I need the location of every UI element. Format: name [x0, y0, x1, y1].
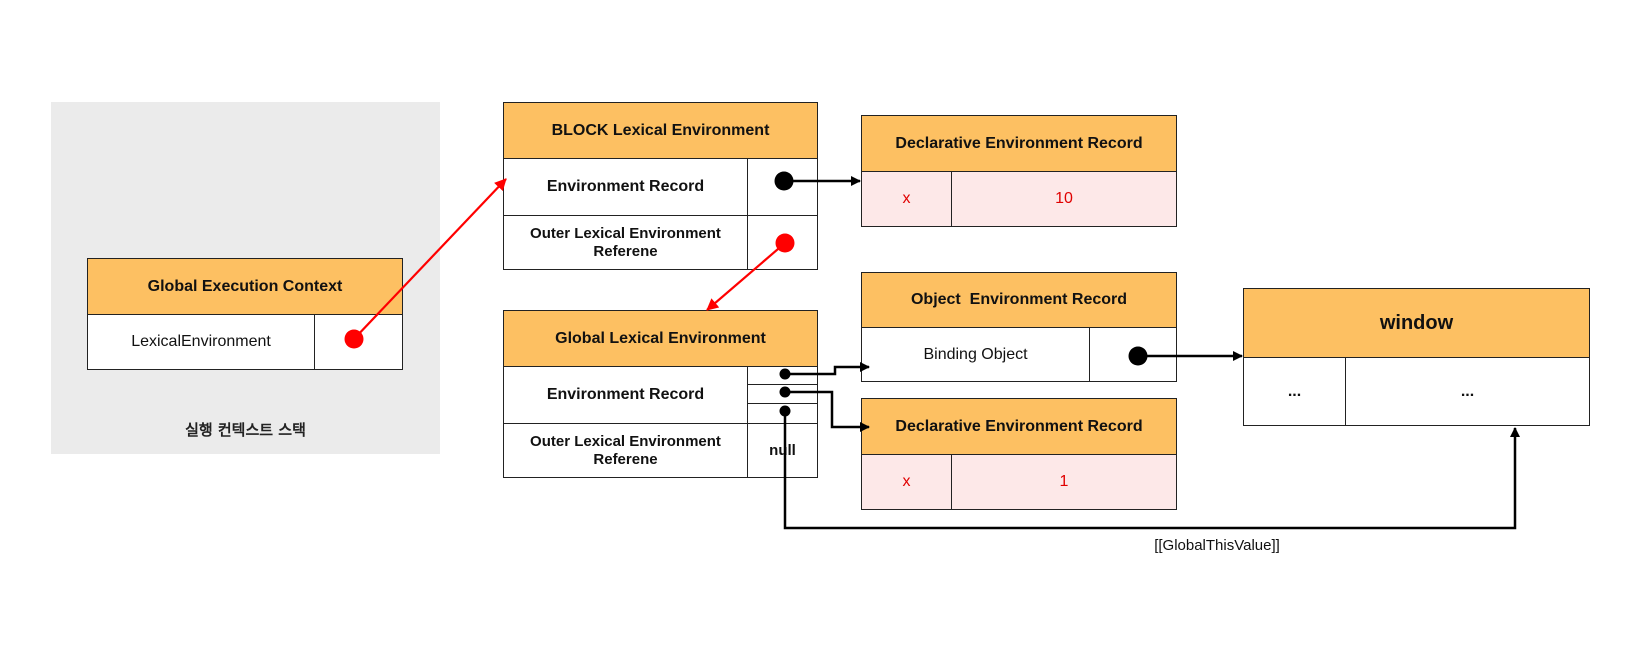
block-der-value: 10: [952, 172, 1176, 226]
block-outer-reference-field: Outer Lexical Environment Referene: [530, 224, 721, 260]
object-environment-record: Object Environment Record Binding Object: [861, 272, 1177, 382]
global-this-value-label: [[GlobalThisValue]]: [1154, 537, 1280, 554]
divider: [314, 315, 315, 369]
block-env-record-dot: [774, 171, 794, 191]
divider: [504, 423, 817, 424]
divider: [747, 159, 748, 269]
object-er-title: Object Environment Record: [862, 273, 1176, 328]
block-le-title: BLOCK Lexical Environment: [504, 103, 817, 159]
divider: [1345, 358, 1346, 425]
global-this-value-dot: [779, 405, 791, 417]
global-lexical-environment: Global Lexical Environment Environment R…: [503, 310, 818, 478]
block-env-record-field: Environment Record: [546, 178, 705, 196]
global-der-key: x: [862, 455, 951, 509]
block-outer-dot: [775, 233, 795, 253]
declarative-record-arrow: [785, 390, 870, 432]
divider: [504, 215, 817, 216]
window-key: ...: [1287, 382, 1302, 400]
divider: [747, 384, 817, 385]
global-declarative-environment-record: Declarative Environment Record x 1: [861, 398, 1177, 510]
global-outer-reference-field: Outer Lexical Environment Referene: [530, 432, 721, 468]
divider: [951, 455, 952, 509]
divider: [747, 403, 817, 404]
block-der-key: x: [862, 172, 951, 226]
binding-object-dot: [1128, 346, 1148, 366]
block-der-title: Declarative Environment Record: [862, 116, 1176, 172]
window-object: window ... ...: [1243, 288, 1590, 426]
object-record-dot: [779, 368, 791, 380]
global-der-value: 1: [952, 455, 1176, 509]
declarative-record-dot: [779, 386, 791, 398]
lexical-environment-arrow: [353, 178, 507, 340]
global-le-title: Global Lexical Environment: [504, 311, 817, 367]
global-ec-title: Global Execution Context: [88, 259, 402, 315]
window-value: ...: [1460, 382, 1475, 400]
divider: [747, 367, 748, 477]
divider: [951, 172, 952, 226]
stack-label: 실행 컨텍스트 스택: [185, 421, 306, 439]
global-der-title: Declarative Environment Record: [862, 399, 1176, 455]
global-this-value-arrow: [783, 411, 1520, 530]
lexical-environment-dot: [344, 329, 364, 349]
binding-object-field: Binding Object: [923, 345, 1028, 363]
lexical-environment-field: LexicalEnvironment: [131, 333, 271, 351]
global-env-record-field: Environment Record: [546, 386, 705, 404]
block-outer-arrow: [706, 242, 786, 311]
block-declarative-environment-record: Declarative Environment Record x 10: [861, 115, 1177, 227]
divider: [1089, 328, 1090, 381]
block-lexical-environment: BLOCK Lexical Environment Environment Re…: [503, 102, 818, 270]
object-record-arrow: [785, 362, 870, 376]
global-execution-context: Global Execution Context LexicalEnvironm…: [87, 258, 403, 370]
global-outer-null-value: null: [769, 441, 796, 459]
window-title: window: [1244, 289, 1589, 358]
